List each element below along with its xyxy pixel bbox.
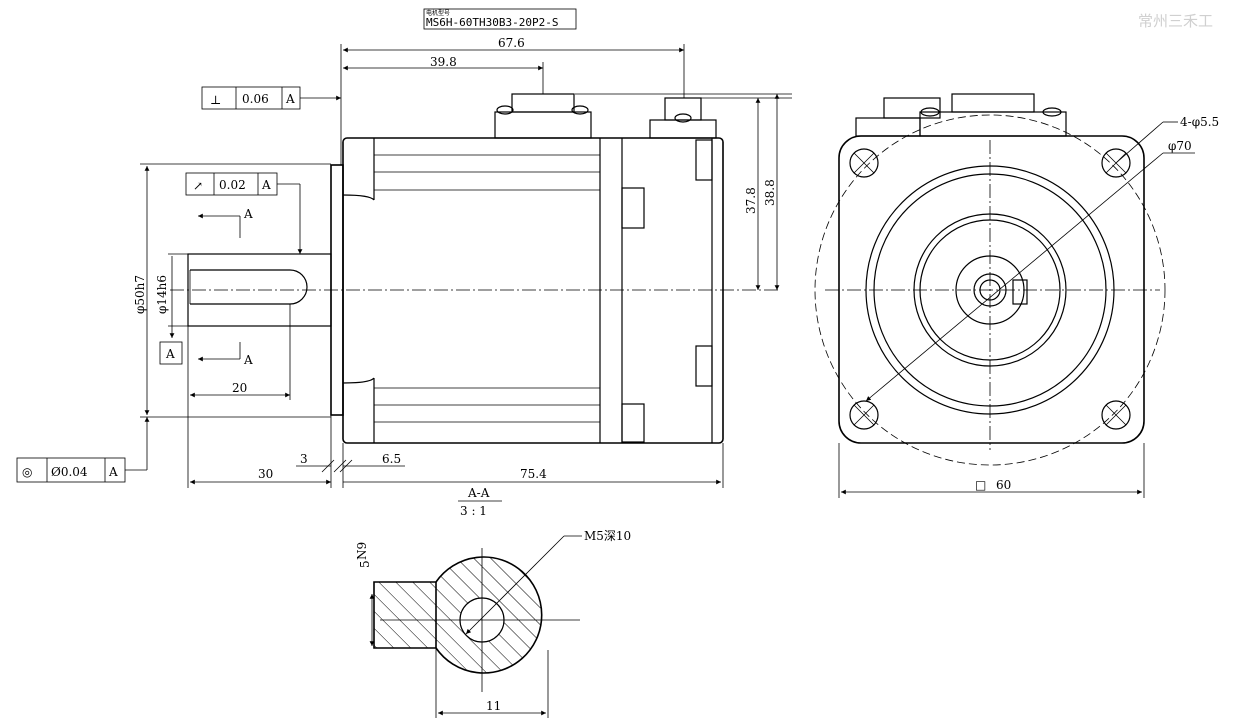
section-name: A-A	[467, 486, 490, 500]
section-arrows: A A	[198, 207, 253, 367]
side-dimensions: 67.6 39.8 37.8 38.8 φ50h7 φ14h6 20 30	[133, 36, 792, 488]
svg-text:A: A	[243, 353, 253, 367]
svg-text:0.02: 0.02	[219, 178, 246, 192]
front-view: 4-φ5.5 φ70 □ 60	[814, 93, 1219, 498]
dim-total-length: 67.6	[498, 36, 525, 50]
section-scale: 3 : 1	[460, 504, 487, 518]
dim-shaft-diameter: φ14h6	[155, 275, 169, 314]
concentricity-icon: ◎	[22, 465, 32, 479]
svg-text:A: A	[108, 465, 118, 479]
datum-a: A	[159, 341, 183, 365]
dim-pilot-diameter: φ50h7	[133, 275, 147, 314]
dim-connector: 39.8	[430, 55, 457, 69]
dim-height-37-8: 37.8	[744, 187, 758, 214]
model-caption: 电机型号	[426, 9, 450, 17]
svg-text:A: A	[243, 207, 253, 221]
svg-text:A: A	[165, 347, 175, 361]
label-mounting-holes: 4-φ5.5	[1180, 115, 1219, 129]
side-view	[170, 93, 780, 444]
dim-square: 60	[996, 478, 1011, 492]
title-block: 电机型号 MS6H-60TH30B3-20P2-S	[423, 8, 577, 30]
label-pcd: φ70	[1168, 139, 1192, 153]
dim-flange-3: 3	[300, 452, 308, 466]
watermark: 常州三禾工	[1138, 12, 1213, 30]
label-thread: M5深10	[584, 529, 631, 543]
svg-text:0.06: 0.06	[242, 92, 269, 106]
perpendicularity-icon: ⊥	[210, 93, 221, 107]
runout-icon: ↗	[193, 179, 203, 193]
dim-shaft-length: 20	[232, 381, 247, 395]
dim-flange-6-5: 6.5	[382, 452, 401, 466]
square-symbol-icon: □	[975, 478, 986, 492]
dim-section-width: 11	[486, 699, 501, 713]
model-number: MS6H-60TH30B3-20P2-S	[426, 16, 558, 29]
svg-text:Ø0.04: Ø0.04	[51, 465, 88, 479]
dim-flange-to-shaft: 30	[258, 467, 273, 481]
gdt-runout: ↗ 0.02 A	[185, 172, 303, 254]
dim-height-38-8: 38.8	[763, 179, 777, 206]
svg-text:A: A	[285, 92, 295, 106]
section-view: A-A 3 : 1 5 N9 M5深10 11	[355, 486, 631, 718]
dim-body-length: 75.4	[520, 467, 547, 481]
dim-key-tolerance: N9	[355, 542, 369, 560]
svg-text:A: A	[261, 178, 271, 192]
dim-key-width: 5	[358, 560, 372, 568]
gdt-perpendicularity: ⊥ 0.06 A	[201, 86, 342, 110]
gdt-concentricity: ◎ Ø0.04 A	[16, 416, 150, 483]
